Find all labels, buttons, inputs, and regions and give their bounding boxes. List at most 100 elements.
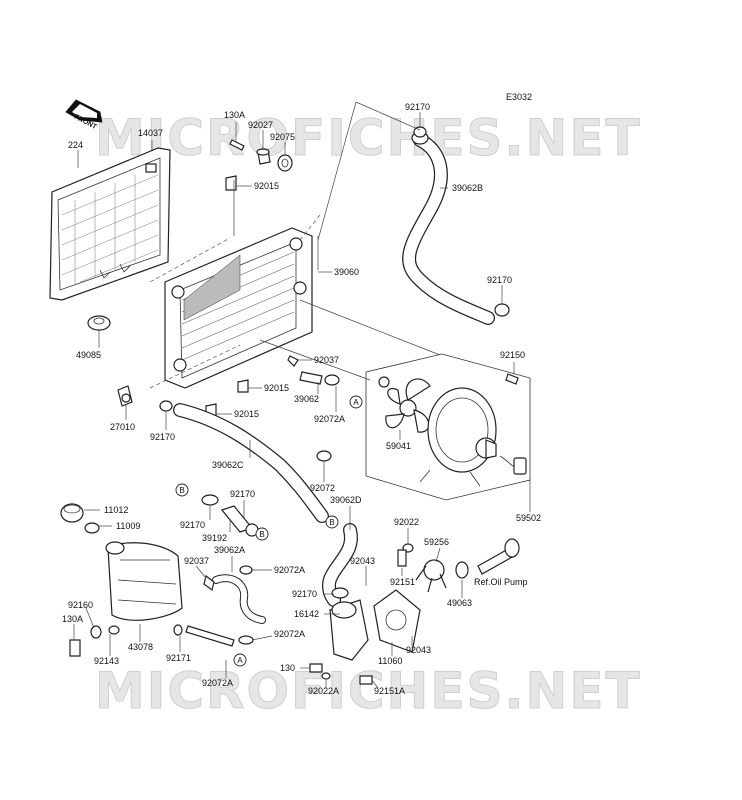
pipe-92171 bbox=[173, 624, 235, 647]
fan-blade bbox=[378, 376, 431, 433]
label-92043-a: 92043 bbox=[350, 556, 375, 566]
bolt-92151 bbox=[397, 549, 407, 567]
clamp-92170-d bbox=[331, 587, 349, 599]
label-130A-top: 130A bbox=[224, 110, 245, 120]
label-39062C: 39062C bbox=[212, 460, 244, 470]
bolt-130 bbox=[309, 663, 323, 673]
radiator-screen bbox=[49, 147, 171, 301]
label-92037-low: 92037 bbox=[184, 556, 209, 566]
label-11012: 11012 bbox=[104, 505, 128, 515]
part-labels: 224 14037 130A 92027 92075 92015 92170 3… bbox=[62, 102, 541, 696]
fan-switch bbox=[117, 385, 133, 407]
callout-a-low: A bbox=[233, 653, 247, 667]
collar-92143 bbox=[108, 625, 120, 635]
callout-b-right: B bbox=[325, 515, 339, 529]
label-92043-b: 92043 bbox=[406, 645, 431, 655]
label-92075: 92075 bbox=[270, 132, 295, 142]
clamp-92072A-low bbox=[239, 565, 253, 575]
label-27010: 27010 bbox=[110, 422, 135, 432]
label-92022A: 92022A bbox=[308, 686, 339, 696]
label-92170-c: 92170 bbox=[180, 520, 205, 530]
label-92151A: 92151A bbox=[374, 686, 405, 696]
label-92170-b: 92170 bbox=[230, 489, 255, 499]
bracket-92015-mid bbox=[237, 379, 249, 393]
label-39062A: 39062A bbox=[214, 545, 245, 555]
radiator-core bbox=[149, 214, 321, 389]
label-11009: 11009 bbox=[116, 521, 140, 531]
label-49085: 49085 bbox=[76, 350, 101, 360]
label-92072A-bottom: 92072A bbox=[202, 678, 233, 688]
label-92170-left: 92170 bbox=[150, 432, 175, 442]
clamp-92072A-low2 bbox=[238, 635, 254, 645]
label-39062D: 39062D bbox=[330, 495, 362, 505]
bolt-130A-top bbox=[229, 139, 245, 151]
bracket-92015-top bbox=[225, 175, 237, 191]
gasket-11009 bbox=[84, 522, 100, 534]
label-130: 130 bbox=[280, 663, 295, 673]
diagram-code: E3032 bbox=[506, 92, 532, 102]
label-92151: 92151 bbox=[390, 577, 415, 587]
fan-assembly-59502 bbox=[365, 353, 531, 501]
reservoir-tank bbox=[105, 541, 183, 621]
watermark-bottom: MICROFICHES.NET bbox=[95, 662, 642, 720]
label-11060: 11060 bbox=[378, 656, 402, 666]
water-pump-cover bbox=[373, 589, 421, 653]
pipe-92037-low bbox=[203, 574, 215, 592]
label-92170-d: 92170 bbox=[292, 589, 317, 599]
label-92072: 92072 bbox=[310, 483, 335, 493]
svg-text:A: A bbox=[353, 398, 359, 407]
front-arrow-icon: FRONT bbox=[65, 99, 103, 131]
hose-39062D bbox=[321, 523, 358, 607]
label-59256: 59256 bbox=[424, 537, 449, 547]
callout-b-top: B bbox=[175, 483, 189, 497]
label-224: 224 bbox=[68, 140, 83, 150]
label-ref-oil-pump: Ref.Oil Pump bbox=[474, 577, 528, 587]
leader-lines bbox=[73, 112, 531, 689]
hose-39062C bbox=[173, 403, 329, 523]
oil-pump-shaft bbox=[477, 538, 520, 575]
label-92143: 92143 bbox=[94, 656, 119, 666]
label-43078: 43078 bbox=[128, 642, 153, 652]
bolt-130A-low bbox=[69, 639, 81, 657]
svg-text:B: B bbox=[259, 530, 264, 539]
label-92171: 92171 bbox=[166, 653, 191, 663]
seal-49063 bbox=[455, 561, 469, 579]
svg-text:B: B bbox=[329, 518, 334, 527]
label-92022: 92022 bbox=[394, 517, 419, 527]
callout-a-mid: A bbox=[349, 395, 363, 409]
label-92150: 92150 bbox=[500, 350, 525, 360]
label-92027: 92027 bbox=[248, 120, 273, 130]
label-39192: 39192 bbox=[202, 533, 227, 543]
svg-text:B: B bbox=[179, 486, 184, 495]
label-92072A-low: 92072A bbox=[274, 565, 305, 575]
clamp-92170-b bbox=[201, 494, 219, 506]
label-92015-low: 92015 bbox=[234, 409, 259, 419]
clamp-92072 bbox=[316, 450, 332, 462]
label-92015-top: 92015 bbox=[254, 181, 279, 191]
callout-b-mid: B bbox=[255, 527, 269, 541]
label-59502: 59502 bbox=[516, 513, 541, 523]
label-130A-low: 130A bbox=[62, 614, 83, 624]
label-14037: 14037 bbox=[138, 128, 163, 138]
label-92072A-mid: 92072A bbox=[314, 414, 345, 424]
hose-39062A bbox=[212, 574, 266, 624]
grommet-92075 bbox=[277, 154, 293, 172]
label-92072A-low2: 92072A bbox=[274, 629, 305, 639]
washer-92022A bbox=[321, 672, 331, 680]
label-92170-right: 92170 bbox=[487, 275, 512, 285]
impeller-59256 bbox=[415, 559, 447, 593]
label-59041: 59041 bbox=[386, 441, 411, 451]
clamp-92072A-mid bbox=[324, 374, 340, 386]
label-49063: 49063 bbox=[447, 598, 472, 608]
label-92037-mid: 92037 bbox=[314, 355, 339, 365]
bolt-92151A bbox=[359, 675, 373, 685]
label-39062: 39062 bbox=[294, 394, 319, 404]
pipe-92037-mid bbox=[287, 355, 299, 367]
label-92170-topright: 92170 bbox=[405, 102, 430, 112]
bolt-92150 bbox=[505, 373, 519, 385]
svg-text:A: A bbox=[237, 656, 243, 665]
hose-39062 bbox=[299, 371, 323, 385]
water-pump-housing-16142 bbox=[329, 599, 369, 661]
watermark-top: MICROFICHES.NET bbox=[95, 109, 642, 167]
